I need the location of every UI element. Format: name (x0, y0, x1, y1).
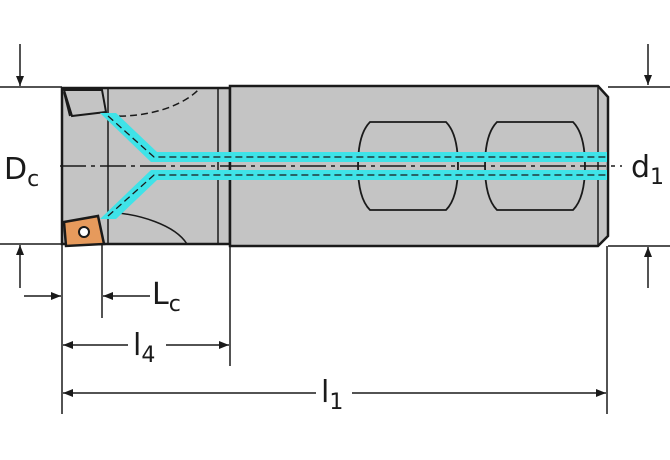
svg-text:l1: l1 (321, 375, 343, 415)
l4-label: l (133, 328, 141, 363)
top-insert (62, 89, 108, 118)
shank-flat-1 (357, 121, 459, 211)
dimension-l4: l4 (63, 328, 229, 368)
lc-subscript: c (169, 292, 181, 317)
dc-label: D (4, 152, 27, 187)
d1-subscript: 1 (650, 165, 664, 190)
l4-subscript: 4 (141, 343, 155, 368)
svg-text:Lc: Lc (152, 277, 181, 317)
dimension-l1: l1 (63, 375, 606, 415)
l1-subscript: 1 (329, 390, 343, 415)
flute-curve-top (107, 87, 201, 117)
l1-label: l (321, 375, 329, 410)
cutting-insert (62, 214, 106, 248)
dimension-lc: Lc (24, 277, 181, 317)
svg-text:Dc: Dc (4, 152, 39, 192)
extension-lines (61, 244, 608, 414)
svg-text:l4: l4 (133, 328, 155, 368)
reference-lines (0, 86, 670, 247)
dimension-dc: Dc (4, 44, 39, 288)
coolant-channels (100, 113, 607, 219)
d1-label: d (631, 150, 650, 185)
lc-label: L (152, 277, 169, 312)
dimension-d1: d1 (631, 44, 664, 288)
dc-subscript: c (27, 167, 39, 192)
svg-text:d1: d1 (631, 150, 664, 190)
